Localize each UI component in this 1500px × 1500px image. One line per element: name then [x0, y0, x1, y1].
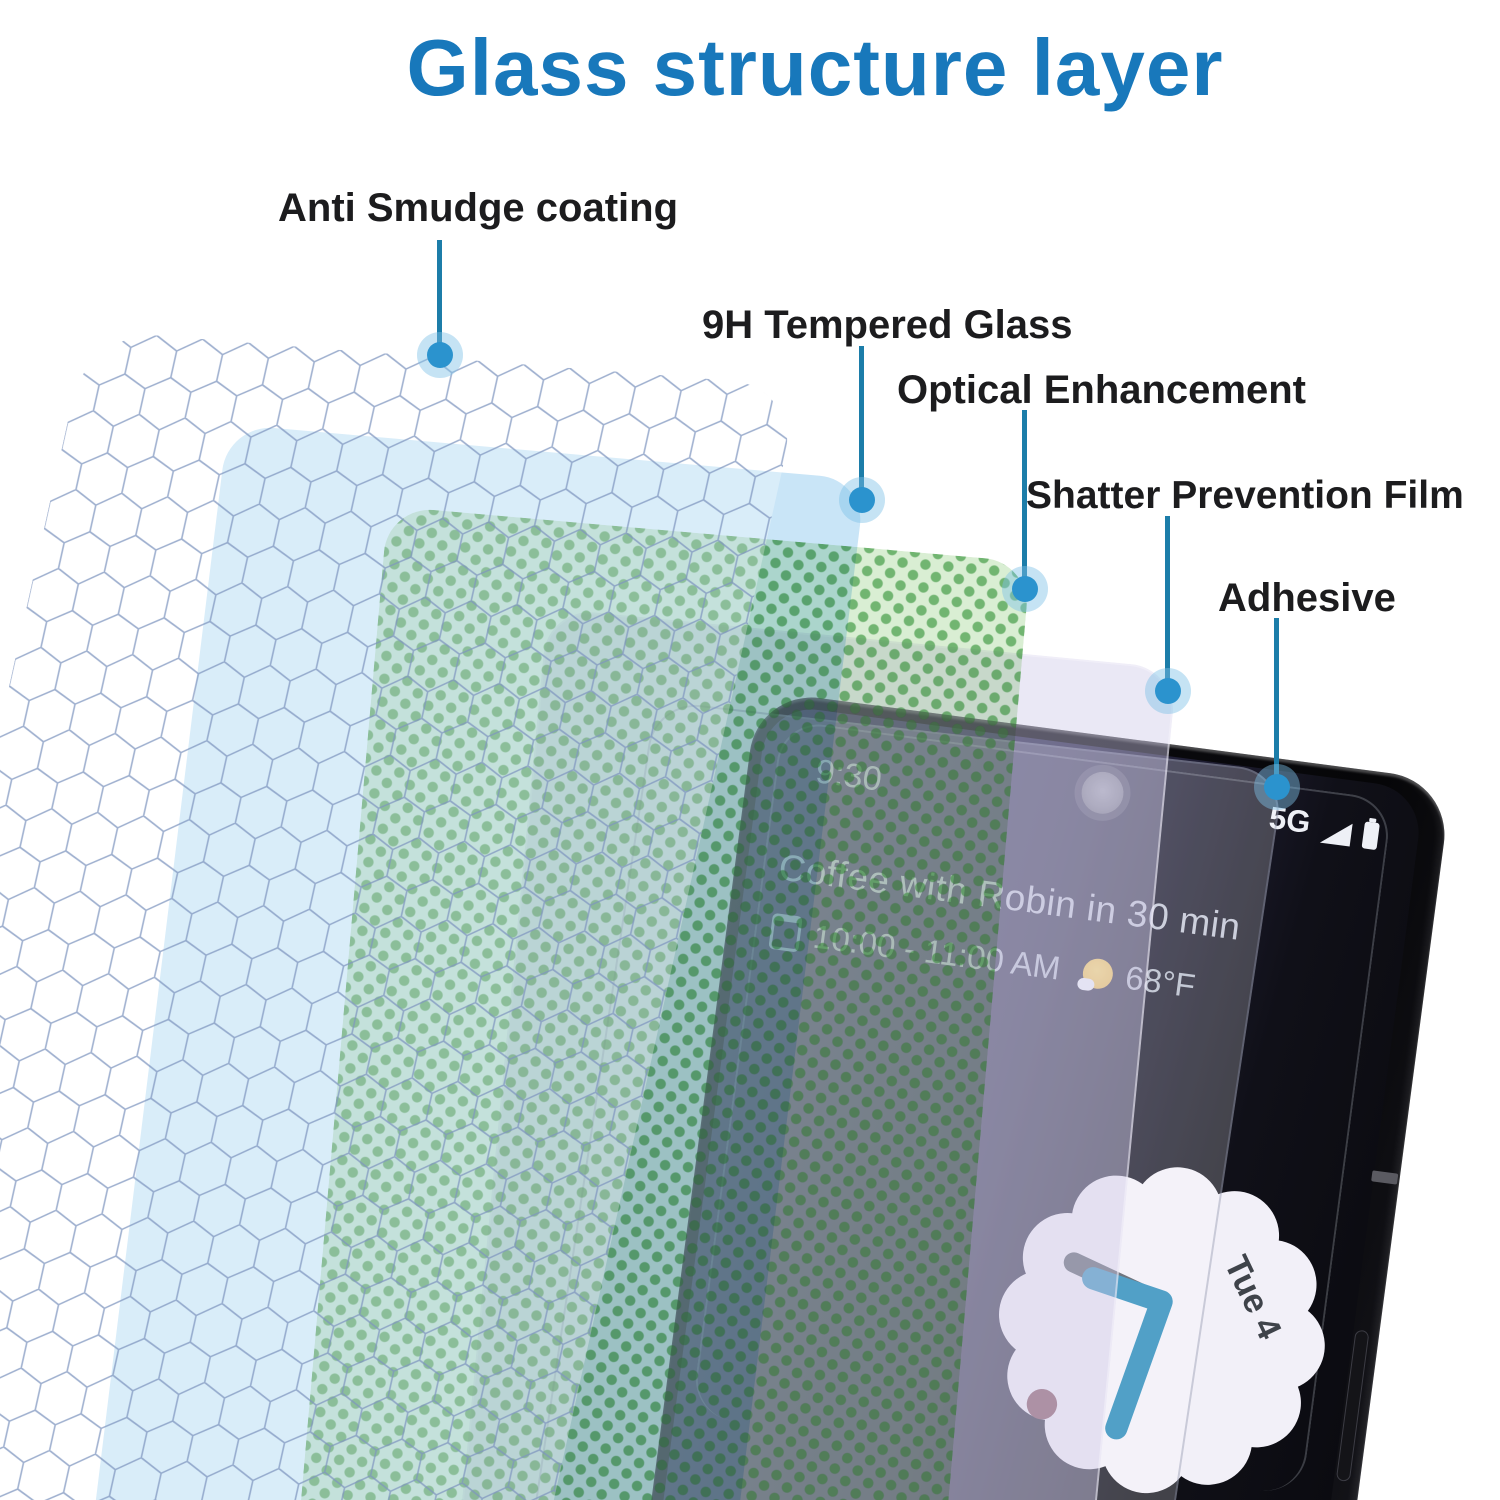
leader-line — [859, 346, 864, 496]
clock-minute-hand — [1082, 1267, 1173, 1440]
signal-icon — [1319, 819, 1353, 847]
pointer-dot — [427, 342, 453, 368]
page-title: Glass structure layer — [406, 23, 1224, 112]
leader-line — [1274, 618, 1279, 782]
callout-label: 9H Tempered Glass — [702, 303, 1073, 347]
hexagon-mesh-pattern — [0, 330, 801, 1500]
leader-line — [1022, 410, 1027, 584]
phone: 9:30 5G Coffee with Robin in 30 min 10:0… — [625, 690, 1453, 1500]
callout-label: Shatter Prevention Film — [1026, 474, 1464, 517]
pointer-dot — [1264, 774, 1290, 800]
leader-line — [437, 240, 442, 350]
pointer-dot — [1012, 576, 1038, 602]
callout-label: Anti Smudge coating — [278, 186, 678, 230]
pointer-dot — [1155, 678, 1181, 704]
callout-label: Optical Enhancement — [897, 368, 1306, 412]
callout-label: Adhesive — [1218, 576, 1396, 620]
phone-screen: 9:30 5G Coffee with Robin in 30 min 10:0… — [639, 703, 1425, 1500]
clock-second-dot — [1026, 1389, 1058, 1420]
layer-anti-smudge-coating — [0, 330, 801, 1500]
antenna-band — [1371, 1170, 1399, 1185]
leader-line — [1165, 516, 1170, 686]
clock-widget: Tue 4 — [999, 1167, 1325, 1494]
pointer-dot — [849, 487, 875, 513]
